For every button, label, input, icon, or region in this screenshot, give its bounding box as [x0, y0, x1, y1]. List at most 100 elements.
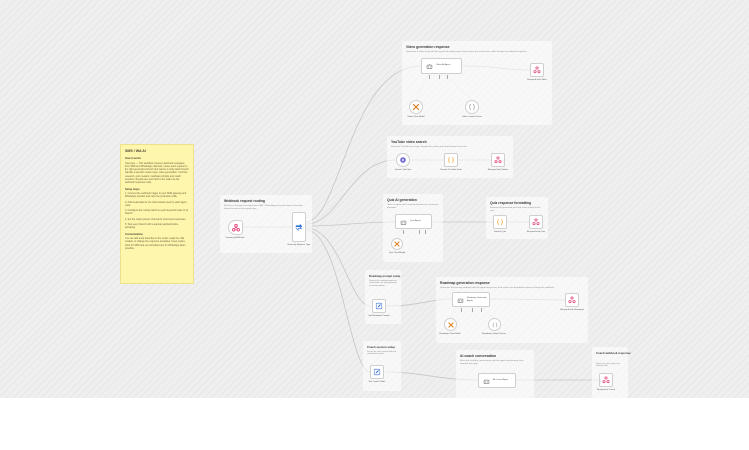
group-roadmap-prompt[interactable]: Roadmap prompt setup Prepares the roadma…: [365, 270, 401, 324]
group-description: Formats the generated quiz and sends it …: [490, 207, 541, 212]
webhook-icon: [532, 218, 540, 226]
group-title: Webhook request routing: [224, 199, 266, 203]
format-youtube-node[interactable]: [444, 153, 458, 167]
video-respond-node[interactable]: [530, 63, 544, 77]
node-title: Roadmap Generator Agent: [467, 297, 487, 302]
roadmap-parser-node[interactable]: [488, 318, 501, 331]
coach-setup-node[interactable]: [370, 365, 384, 379]
group-title: Roadmap prompt setup: [369, 274, 401, 278]
memory-port[interactable]: [439, 75, 441, 79]
webhook-icon: [231, 223, 240, 232]
webhook-icon: [494, 156, 502, 164]
node-label: Respond with Video: [527, 79, 547, 81]
sticky-title: SMS / WA AI: [125, 149, 146, 153]
incoming-webhook-node[interactable]: [228, 220, 243, 235]
group-video-generation[interactable]: Video generation response Generates a vi…: [402, 41, 552, 125]
node-label: Set Coach Fields: [368, 381, 386, 383]
coach-agent-node[interactable]: AI Coach Agent: [478, 373, 516, 388]
robot-icon: [483, 379, 490, 384]
model-icon: [394, 241, 400, 247]
group-title: YouTube video search: [391, 140, 427, 144]
group-title: Quiz AI generation: [387, 198, 417, 202]
webhook-icon: [602, 376, 610, 384]
sticky-overview-heading: How it works: [125, 157, 141, 161]
node-label: Format YouTube Data: [440, 169, 462, 171]
switch-icon: [295, 223, 303, 231]
quiz-respond-node[interactable]: [529, 215, 543, 229]
node-label: Respond with Quiz: [526, 231, 546, 233]
parser-port[interactable]: [481, 308, 483, 312]
roadmap-respond-node[interactable]: [565, 293, 579, 307]
model-icon: [412, 103, 420, 111]
video-agent-node[interactable]: Video AI Agent: [421, 58, 462, 79]
sticky-setup-item: 3. Configure the routing switch so each …: [125, 209, 189, 216]
video-chat-model-node[interactable]: [409, 100, 423, 114]
braces-icon: [492, 322, 497, 327]
chat-model-port[interactable]: [461, 308, 463, 312]
chat-model-port[interactable]: [403, 230, 405, 234]
group-title: Video generation response: [406, 45, 450, 49]
parser-port[interactable]: [425, 230, 427, 234]
workflow-canvas[interactable]: SMS / WA AI How it works Overview — This…: [0, 0, 749, 398]
memory-port[interactable]: [472, 308, 474, 312]
format-quiz-node[interactable]: [493, 215, 507, 229]
group-title: Coach webhook response: [596, 351, 631, 355]
sticky-setup-item: 4. Set the output parser schema for stru…: [125, 217, 187, 221]
node-label: Roadmap Chat Model: [439, 333, 461, 335]
webhook-icon: [568, 296, 576, 304]
code-icon: [448, 157, 454, 163]
parser-port[interactable]: [447, 75, 449, 79]
chat-model-port[interactable]: [429, 75, 431, 79]
group-description: Searches YouTube for a topic, formats th…: [391, 146, 468, 148]
node-title: AI Coach Agent: [493, 379, 509, 381]
node-label: Quiz Chat Model: [388, 252, 406, 254]
group-description: Receives incoming messages from SMS / Wh…: [224, 205, 303, 210]
node-label: Roadmap Output Parser: [482, 333, 506, 335]
group-description: Prepares the roadmap prompt and context …: [369, 280, 397, 287]
pencil-icon: [375, 302, 383, 310]
node-label: Route by Request Type: [287, 244, 311, 246]
youtube-search-node[interactable]: [396, 153, 410, 167]
node-label: Respond to Coach: [596, 389, 616, 391]
roadmap-chat-model-node[interactable]: [444, 318, 457, 331]
group-description: Returns the coach reply to the webhook c…: [596, 363, 620, 368]
route-switch-node[interactable]: [292, 212, 306, 242]
sticky-setup-item: 5. Test every branch with a sample paylo…: [125, 223, 179, 230]
roadmap-prompt-node[interactable]: [372, 299, 386, 313]
group-description: Generates the learning roadmap with the …: [440, 287, 555, 289]
youtube-respond-node[interactable]: [491, 153, 505, 167]
webhook-icon: [533, 66, 541, 74]
sticky-overview-text: Overview — This workflow receives webhoo…: [125, 161, 189, 185]
group-description: Runs the coaching conversation with the …: [460, 360, 524, 365]
group-title: Roadmap generation response: [440, 281, 490, 285]
coach-respond-node[interactable]: [599, 373, 613, 387]
connection-lines: [243, 65, 599, 381]
quiz-agent-node[interactable]: Quiz Agent: [395, 214, 432, 234]
model-icon: [447, 321, 454, 328]
pencil-icon: [373, 368, 381, 376]
quiz-chat-model-node[interactable]: [391, 238, 403, 250]
robot-icon: [400, 220, 407, 225]
node-title: Video AI Agent: [436, 64, 451, 66]
group-title: Coach session setup: [367, 345, 395, 349]
group-description: Uses an agent with a structured parser t…: [387, 204, 439, 209]
video-output-parser-node[interactable]: [465, 100, 479, 114]
robot-icon: [426, 64, 433, 69]
sticky-custom-text: You can add extra branches to the router…: [125, 236, 186, 250]
braces-icon: [469, 104, 475, 110]
sticky-setup-heading: Setup steps: [125, 187, 140, 191]
node-label: Respond with Roadmap: [560, 309, 584, 311]
sticky-setup-item: 2. Add credentials for the chat models u…: [125, 200, 187, 207]
robot-icon: [457, 298, 464, 303]
node-label: Respond with Videos: [487, 169, 509, 171]
node-label: Format Quiz: [493, 231, 507, 233]
code-icon: [497, 219, 503, 225]
node-label: Search YouTube: [394, 169, 412, 171]
memory-port[interactable]: [419, 230, 421, 234]
node-label: Set Roadmap Prompt: [368, 315, 390, 317]
roadmap-agent-node[interactable]: Roadmap Generator Agent: [452, 292, 490, 312]
node-label: Video Output Parser: [462, 116, 482, 118]
sticky-note[interactable]: SMS / WA AI How it works Overview — This…: [120, 144, 194, 284]
group-coach-webhook[interactable]: Coach webhook response Returns the coach…: [592, 347, 631, 398]
sticky-custom-heading: Customization: [125, 232, 143, 236]
